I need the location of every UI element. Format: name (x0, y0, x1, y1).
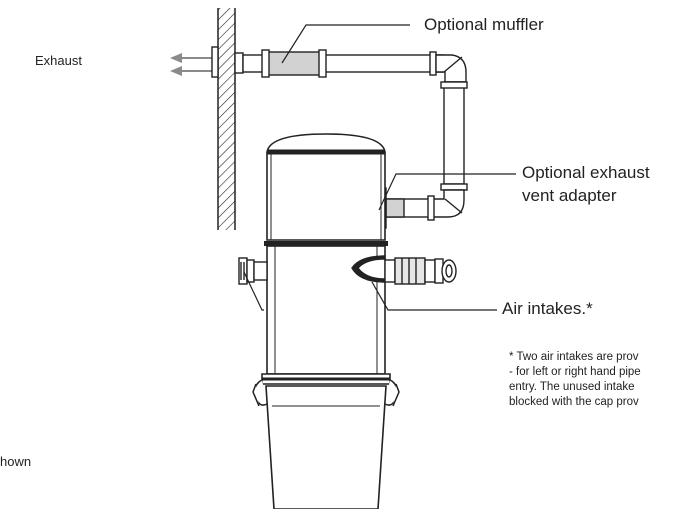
wall (217, 8, 236, 230)
vacuum-unit (261, 133, 391, 385)
dirt-canister (265, 385, 387, 509)
footnote-line-3: entry. The unused intake (509, 381, 635, 393)
exhaust-pipe-vertical (440, 81, 468, 191)
canister-latches (252, 379, 400, 407)
vent-adapter-label-line1: Optional exhaust (522, 163, 650, 182)
exhaust-label: Exhaust (35, 53, 82, 68)
muffler (261, 49, 327, 78)
air-intakes-label: Air intakes.* (502, 299, 593, 318)
air-intake-left (238, 257, 268, 285)
muffler-label: Optional muffler (424, 15, 544, 34)
cropped-caption: hown (0, 454, 32, 469)
leader-lines (243, 24, 516, 311)
vent-adapter-label-line2: vent adapter (522, 186, 617, 205)
pipe-elbow-bottom (431, 189, 465, 218)
footnote-line-1: * Two air intakes are prov (509, 351, 639, 363)
air-intake-right (351, 255, 457, 285)
pipe-elbow-top (435, 54, 467, 83)
exhaust-arrows (170, 53, 212, 76)
footnote-line-2: - for left or right hand pipe (509, 366, 641, 378)
footnote-line-4: blocked with the cap prov (509, 396, 639, 408)
